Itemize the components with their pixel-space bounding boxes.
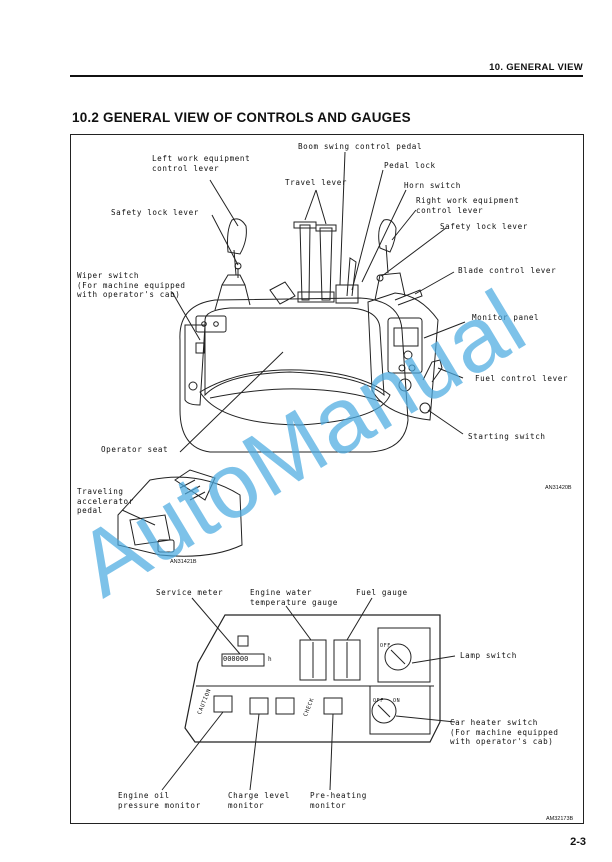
label-wiper-switch: Wiper switch (For machine equipped with … [77, 271, 186, 299]
label-charge-level-monitor: Charge level monitor [228, 791, 291, 810]
label-safety-lock-left: Safety lock lever [111, 208, 199, 217]
label-heater-switch: Car heater switch (For machine equipped … [450, 718, 559, 746]
label-left-work-lever: Left work equipment control lever [152, 154, 251, 173]
label-monitor-panel: Monitor panel [472, 313, 540, 322]
label-service-meter: Service meter [156, 588, 224, 597]
label-safety-lock-right: Safety lock lever [440, 222, 528, 231]
header-rule [70, 75, 583, 77]
label-water-temp-gauge: Engine water temperature gauge [250, 588, 338, 607]
section-header: 10. GENERAL VIEW [489, 62, 583, 73]
label-starting-switch: Starting switch [468, 432, 546, 441]
figure-frame [70, 134, 584, 824]
service-meter-digits: 000000 [223, 655, 249, 663]
label-blade-lever: Blade control lever [458, 266, 557, 275]
label-boom-swing-pedal: Boom swing control pedal [298, 142, 423, 151]
page-number: 2-3 [570, 836, 586, 848]
label-oil-pressure-monitor: Engine oil pressure monitor [118, 791, 201, 810]
label-fuel-lever: Fuel control lever [475, 374, 569, 383]
label-right-work-lever: Right work equipment control lever [416, 196, 520, 215]
label-pedal-lock: Pedal lock [384, 161, 436, 170]
label-travel-accel-pedal: Traveling accelerator pedal [77, 487, 134, 515]
label-fuel-gauge: Fuel gauge [356, 588, 408, 597]
heater-on-label: ON [393, 698, 401, 704]
figure-code-main: AN31420B [545, 485, 572, 491]
label-preheating-monitor: Pre-heating monitor [310, 791, 367, 810]
label-horn-switch: Horn switch [404, 181, 461, 190]
heater-off-label: OFF [373, 698, 384, 704]
page-title: 10.2 GENERAL VIEW OF CONTROLS AND GAUGES [72, 110, 411, 125]
label-travel-lever: Travel lever [285, 178, 348, 187]
service-meter-unit: h [268, 656, 273, 663]
label-lamp-switch: Lamp switch [460, 651, 517, 660]
lamp-off-label: OFF [380, 643, 391, 649]
label-operator-seat: Operator seat [101, 445, 169, 454]
figure-code-inset: AN31421B [170, 559, 197, 565]
figure-code-panel: AM32173B [546, 816, 574, 822]
